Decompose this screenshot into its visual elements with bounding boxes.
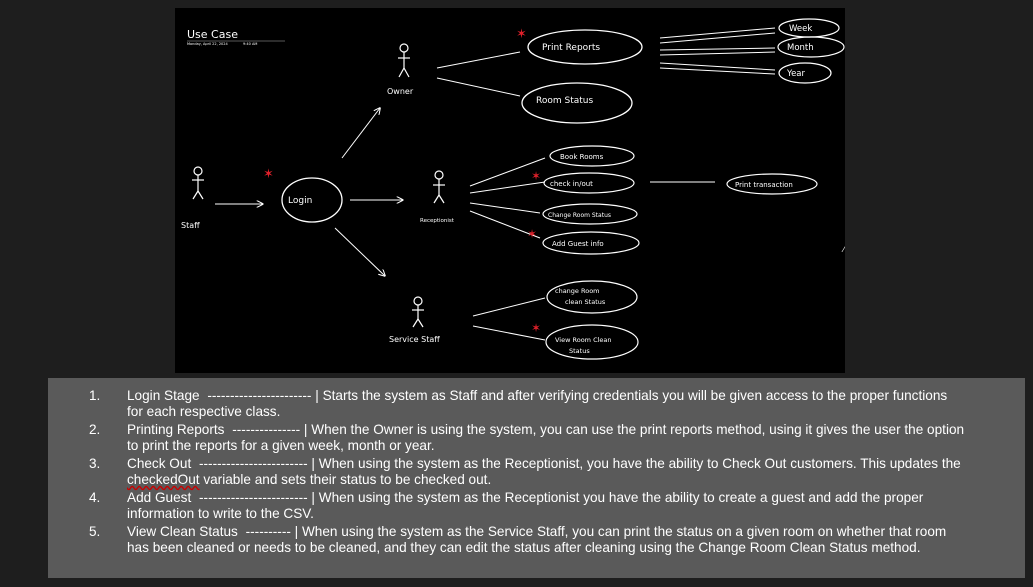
note-item: 2. Printing Reports --------------- | Wh…: [48, 422, 1025, 454]
use-case-change-room-clean-status-line2: clean Status: [565, 298, 606, 306]
use-case-view-room-clean-status-line2: Status: [569, 347, 590, 355]
whiteboard-canvas: Use Case Monday, April 22, 2024 9:40 AM …: [175, 8, 845, 373]
extension-year-label: Year: [786, 69, 806, 79]
note-item: 4. Add Guest ------------------------ | …: [48, 490, 1025, 522]
note-item: 3. Check Out ------------------------ | …: [48, 456, 1025, 488]
note-separator: ------------------------ |: [199, 490, 315, 505]
actor-service-staff: [412, 296, 424, 328]
note-heading: Check Out: [127, 456, 192, 471]
star-view-clean-status-icon: ✶: [531, 321, 541, 335]
actor-owner: [398, 43, 410, 78]
extension-print-transaction: [726, 173, 818, 195]
star-add-guest-icon: ✶: [527, 227, 537, 241]
note-heading: Login Stage: [127, 388, 200, 403]
note-separator: ----------------------- |: [207, 388, 319, 403]
note-text-pre: When using the system as the Receptionis…: [318, 456, 961, 471]
notes-list: 1. Login Stage ----------------------- |…: [48, 388, 1025, 556]
note-separator: ---------- |: [245, 524, 299, 539]
note-number: 2.: [89, 422, 101, 437]
use-case-print-reports-label: Print Reports: [542, 43, 600, 53]
use-case-room-status: [521, 82, 633, 124]
use-case-change-room-clean-status-line1: change Room: [555, 287, 600, 295]
use-case-login: [281, 177, 343, 223]
extension-month-label: Month: [787, 43, 814, 53]
notes-panel: 1. Login Stage ----------------------- |…: [48, 378, 1025, 578]
use-case-change-room-status: [542, 203, 638, 225]
note-text-post: variable and sets their status to be che…: [203, 472, 492, 487]
note-heading: Add Guest: [127, 490, 192, 505]
diagram-date: Monday, April 22, 2024: [187, 42, 229, 46]
extension-month: [777, 36, 845, 58]
use-case-print-reports: [527, 29, 643, 65]
actor-receptionist-label: Receptionist: [420, 218, 455, 224]
actor-owner-label: Owner: [387, 87, 414, 96]
actor-service-staff-label: Service Staff: [389, 335, 440, 344]
note-heading: View Clean Status: [127, 524, 238, 539]
note-text: Starts the system as Staff and after ver…: [127, 388, 948, 419]
diagram-title: Use Case: [187, 28, 238, 41]
note-text: When using the system as the Receptionis…: [127, 490, 924, 521]
note-item: 1. Login Stage ----------------------- |…: [48, 388, 1025, 420]
note-number: 5.: [89, 524, 101, 539]
use-case-login-label: Login: [288, 196, 312, 206]
use-case-add-guest-info-label: Add Guest info: [552, 240, 604, 248]
actor-staff-label: Staff: [181, 221, 200, 230]
use-case-change-room-status-label: Change Room Status: [548, 212, 611, 219]
note-text: When the Owner is using the system, you …: [127, 422, 965, 453]
use-case-view-room-clean-status: [545, 324, 639, 360]
use-case-check-in-out: [543, 172, 635, 194]
note-number: 4.: [89, 490, 101, 505]
note-number: 3.: [89, 456, 101, 471]
diagram-time: 9:40 AM: [243, 42, 257, 46]
use-case-book-rooms: [549, 145, 635, 167]
star-login-icon: ✶: [263, 166, 274, 181]
use-case-change-room-clean-status: [546, 280, 638, 314]
star-check-in-out-icon: ✶: [531, 169, 541, 183]
svg-text:⁄: ⁄: [841, 245, 845, 254]
use-case-check-in-out-label: check in/out: [550, 180, 593, 188]
extension-week-label: Week: [789, 24, 812, 34]
use-case-diagram: Use Case Monday, April 22, 2024 9:40 AM …: [181, 18, 845, 360]
use-case-view-room-clean-status-line1: View Room Clean: [555, 336, 612, 344]
actor-receptionist: [433, 170, 445, 204]
extension-print-transaction-label: Print transaction: [735, 181, 793, 189]
extension-year: [778, 62, 832, 84]
note-number: 1.: [89, 388, 101, 403]
star-print-reports-icon: ✶: [516, 26, 527, 41]
actor-staff: [192, 166, 204, 200]
note-heading: Printing Reports: [127, 422, 225, 437]
use-case-add-guest-info: [542, 231, 640, 255]
note-text-variable: checkedOut: [127, 472, 200, 487]
note-separator: ------------------------ |: [199, 456, 315, 471]
note-item: 5. View Clean Status ---------- | When u…: [48, 524, 1025, 556]
use-case-book-rooms-label: Book Rooms: [560, 153, 604, 161]
use-case-room-status-label: Room Status: [536, 96, 593, 106]
note-text: When using the system as the Service Sta…: [127, 524, 947, 555]
note-separator: --------------- |: [232, 422, 308, 437]
